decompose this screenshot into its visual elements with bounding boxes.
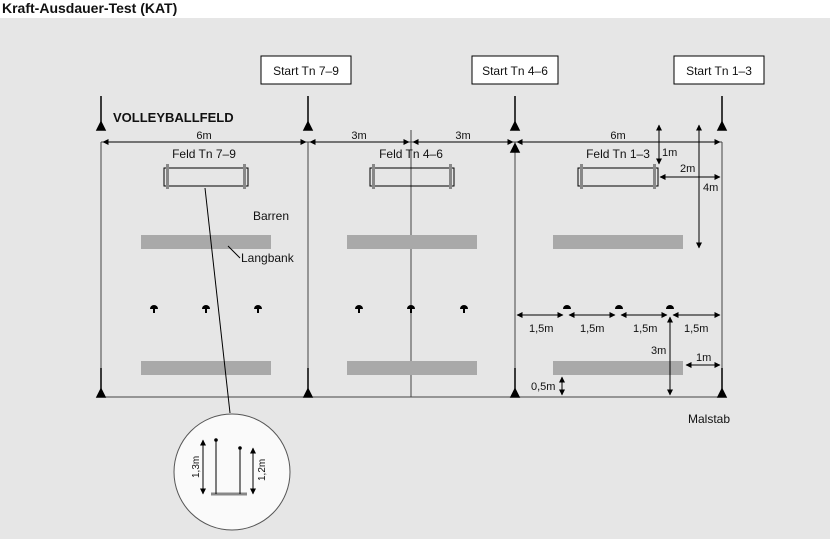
start-box-1-3: Start Tn 1–3 xyxy=(673,55,765,85)
dim-v-05m: 0,5m xyxy=(531,381,555,393)
dim-v-3m: 3m xyxy=(651,345,666,357)
start-box-label: Start Tn 7–9 xyxy=(273,64,339,78)
barren-7-9 xyxy=(163,164,249,189)
dim-spacing: 1,5m xyxy=(580,323,604,335)
field-diagram: Start Tn 7–9 Start Tn 4–6 Start Tn 1–3 V… xyxy=(95,55,765,531)
dim-top-label: 3m xyxy=(351,130,366,142)
barren-label: Barren xyxy=(253,209,289,223)
start-box-label: Start Tn 4–6 xyxy=(482,64,548,78)
field-lines xyxy=(100,130,723,398)
dim-spacing: 1,5m xyxy=(529,323,553,335)
dim-top-label: 6m xyxy=(610,130,625,142)
cone-markers xyxy=(150,305,674,313)
detail-leader xyxy=(204,187,231,414)
field-label: VOLLEYBALLFELD xyxy=(113,110,234,125)
langbank-label: Langbank xyxy=(241,251,295,265)
barren-detail: 1,3m 1,2m xyxy=(173,413,291,531)
dim-spacing: 1,5m xyxy=(633,323,657,335)
langbank-benches xyxy=(141,235,683,375)
detail-height-1: 1,3m xyxy=(191,456,202,478)
start-box-label: Start Tn 1–3 xyxy=(686,64,752,78)
field-name-4-6: Feld Tn 4–6 xyxy=(379,147,443,161)
dim-spacing: 1,5m xyxy=(684,323,708,335)
malstab-label: Malstab xyxy=(688,412,730,426)
langbank-leader xyxy=(227,245,241,259)
diagram-panel: Start Tn 7–9 Start Tn 4–6 Start Tn 1–3 V… xyxy=(0,18,830,539)
start-box-4-6: Start Tn 4–6 xyxy=(471,55,559,85)
dim-h-1m: 1m xyxy=(696,352,711,364)
right-dimensions xyxy=(516,124,721,396)
barren-1-3 xyxy=(577,164,659,189)
field-name-1-3: Feld Tn 1–3 xyxy=(586,147,650,161)
malstab-poles xyxy=(95,96,728,398)
dim-v-4m: 4m xyxy=(703,182,718,194)
detail-height-2: 1,2m xyxy=(257,459,268,481)
dim-h-2m: 2m xyxy=(680,163,695,175)
barren-4-6 xyxy=(369,164,455,189)
field-name-7-9: Feld Tn 7–9 xyxy=(172,147,236,161)
dim-v-1m: 1m xyxy=(662,147,677,159)
dim-top-label: 6m xyxy=(196,130,211,142)
dim-top-label: 3m xyxy=(455,130,470,142)
start-box-7-9: Start Tn 7–9 xyxy=(260,55,352,85)
page-title: Kraft-Ausdauer-Test (KAT) xyxy=(2,0,178,16)
